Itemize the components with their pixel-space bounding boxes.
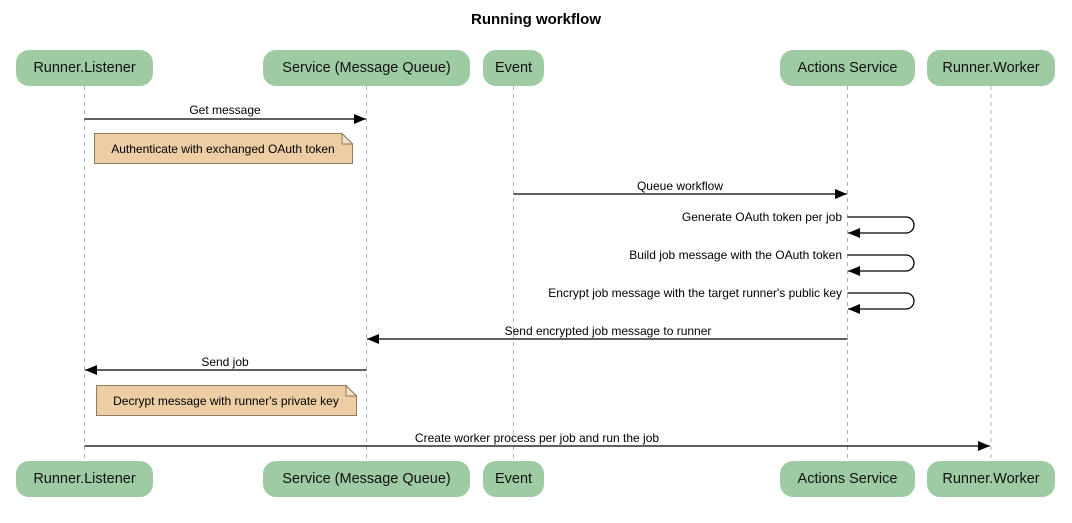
participant-label: Actions Service: [797, 471, 898, 487]
participant-label: Runner.Worker: [942, 60, 1040, 76]
note-shape-authenticate: [94, 133, 353, 164]
diagram-title: Running workflow: [471, 11, 601, 28]
arrows-group: [84, 114, 990, 451]
self-arrow-build-job-message: [847, 254, 915, 276]
participant-top-event: Event: [483, 50, 544, 86]
message-label-create-worker-process: Create worker process per job and run th…: [414, 431, 660, 445]
participant-top-actions-service: Actions Service: [780, 50, 915, 86]
participant-label: Service (Message Queue): [282, 471, 451, 487]
note-shape-decrypt: [96, 385, 357, 416]
message-label-send-encrypted-job-message: Send encrypted job message to runner: [504, 324, 712, 338]
note-authenticate-oauth: Authenticate with exchanged OAuth token: [111, 141, 335, 156]
note-decrypt-private-key: Decrypt message with runner's private ke…: [113, 393, 339, 408]
lifelines-group: [84, 86, 992, 461]
participant-bottom-runner-worker: Runner.Worker: [927, 461, 1055, 497]
participant-top-runner-worker: Runner.Worker: [927, 50, 1055, 86]
message-label-get-message: Get message: [189, 103, 261, 117]
participant-bottom-runner-listener: Runner.Listener: [16, 461, 153, 497]
self-arrow-generate-oauth-token: [847, 216, 915, 238]
note-fold-authenticate: [341, 132, 354, 145]
message-label-generate-oauth-token: Generate OAuth token per job: [681, 210, 842, 224]
participant-top-service-message-queue: Service (Message Queue): [263, 50, 470, 86]
message-label-build-job-message: Build job message with the OAuth token: [629, 248, 842, 262]
message-label-encrypt-job-message: Encrypt job message with the target runn…: [548, 286, 842, 300]
message-label-send-job: Send job: [201, 355, 249, 369]
notes-group: [94, 132, 358, 416]
participant-label: Event: [494, 471, 533, 487]
note-fold-decrypt: [345, 384, 358, 397]
participant-label: Event: [494, 60, 533, 76]
message-label-queue-workflow: Queue workflow: [636, 179, 724, 193]
participant-label: Actions Service: [797, 60, 898, 76]
participant-bottom-event: Event: [483, 461, 544, 497]
participant-label: Runner.Worker: [942, 471, 1040, 487]
participant-bottom-service-message-queue: Service (Message Queue): [263, 461, 470, 497]
participant-top-runner-listener: Runner.Listener: [16, 50, 153, 86]
participant-label: Runner.Listener: [33, 60, 136, 76]
participant-label: Service (Message Queue): [282, 60, 451, 76]
self-arrow-encrypt-job-message: [847, 292, 915, 314]
participant-bottom-actions-service: Actions Service: [780, 461, 915, 497]
participant-label: Runner.Listener: [33, 471, 136, 487]
